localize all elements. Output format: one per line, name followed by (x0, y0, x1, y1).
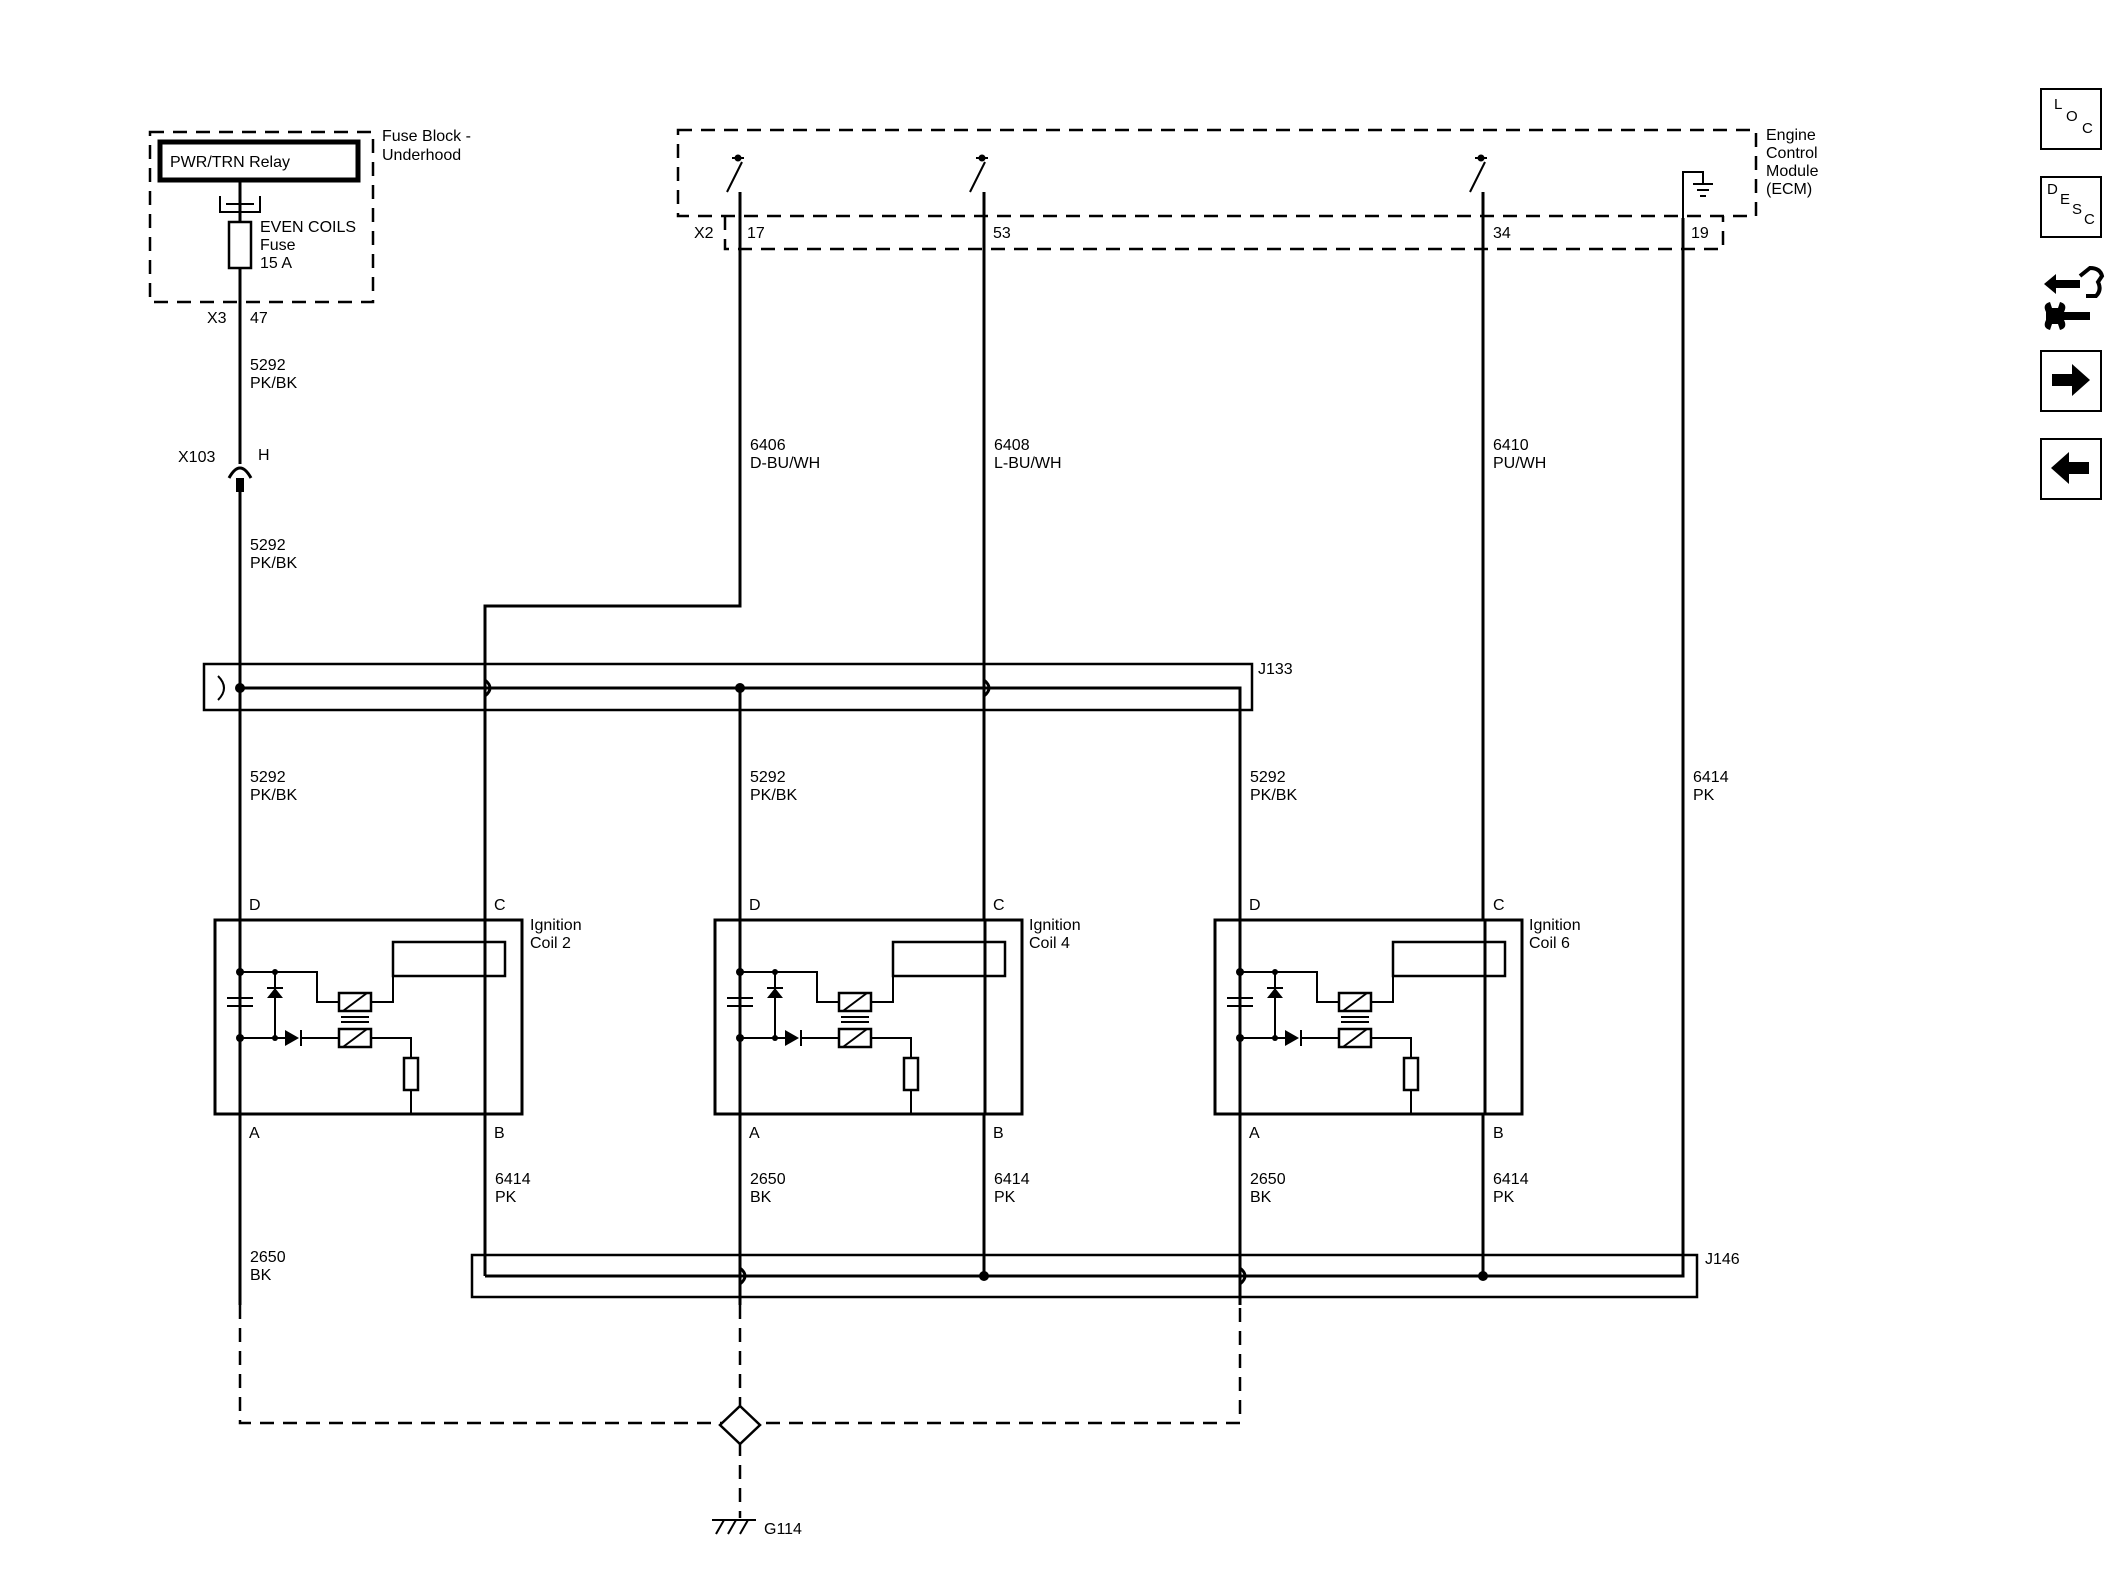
ecm-line-4: (ECM) (1766, 181, 1812, 198)
coil-2-pin-d: D (249, 897, 261, 914)
previous-button[interactable] (2040, 438, 2102, 500)
wire-6406-num: 6406 (750, 437, 786, 454)
coil-4-label-2: Coil 4 (1029, 935, 1070, 952)
coil-6-label-1: Ignition (1529, 917, 1581, 934)
fuse-rating: 15 A (260, 255, 292, 272)
ecm-line-2: Control (1766, 145, 1818, 162)
ignition-coil-4: D C A B Ignition Coil 4 (713, 897, 1081, 1142)
ecm-pin-19: 19 (1691, 225, 1709, 242)
fuse-word: Fuse (260, 237, 296, 254)
connector-wrench-button[interactable] (2040, 262, 2106, 332)
wire-6410-color: PU/WH (1493, 455, 1546, 472)
wire-2650-num-c2: 2650 (250, 1249, 286, 1266)
wire-6408-color: L-BU/WH (994, 455, 1062, 472)
coil-6-label-2: Coil 6 (1529, 935, 1570, 952)
desc-icon: D E S C (2047, 181, 2095, 228)
ecm-module: Engine Control Module (ECM) X2 17 53 34 … (676, 127, 1819, 251)
wire-2650-color-c4: BK (750, 1189, 772, 1206)
fuse-block-title-2: Underhood (382, 147, 461, 164)
wire-labels: 5292 PK/BK 5292 PK/BK 6406 D-BU/WH 6408 … (250, 357, 1729, 1284)
loc-icon: L O C (2054, 96, 2093, 137)
fuse-pin: 47 (250, 310, 268, 327)
next-button[interactable] (2040, 350, 2102, 412)
desc-button[interactable]: D E S C (2040, 176, 2102, 238)
coil-6-pin-d: D (1249, 897, 1261, 914)
coil-4-label-1: Ignition (1029, 917, 1081, 934)
j146-label: J146 (1705, 1251, 1740, 1268)
wire-6410-num: 6410 (1493, 437, 1529, 454)
coil-2-pin-b: B (494, 1125, 505, 1142)
ignition-coil-6: D C A B Ignition Coil 6 (1213, 897, 1581, 1142)
loc-button[interactable]: L O C (2040, 88, 2102, 150)
j133-label: J133 (1258, 661, 1293, 678)
fuse-block: Fuse Block - Underhood PWR/TRN Relay EVE… (148, 128, 471, 327)
inline-connector-x103: X103 H (178, 447, 270, 492)
wire-6414-color-ecm: PK (1693, 787, 1715, 804)
coil-2-pin-a: A (249, 1125, 260, 1142)
ecm-switch-17 (726, 154, 744, 193)
wire-2650-color-c6: BK (1250, 1189, 1272, 1206)
wire-6406-color: D-BU/WH (750, 455, 820, 472)
wire-5292-num-c2: 5292 (250, 769, 286, 786)
wire-6414-color-c2: PK (495, 1189, 517, 1206)
wire-5292-color-c2: PK/BK (250, 787, 297, 804)
relay-label: PWR/TRN Relay (170, 154, 290, 171)
coil-4-pin-c: C (993, 897, 1005, 914)
coil-2-pin-c: C (494, 897, 506, 914)
coil-2-label-1: Ignition (530, 917, 582, 934)
wires (238, 192, 1685, 1518)
coil-4-pin-d: D (749, 897, 761, 914)
ecm-pin-17: 17 (747, 225, 765, 242)
coil-4-pin-b: B (993, 1125, 1004, 1142)
wire-5292-num-a: 5292 (250, 357, 286, 374)
wire-2650-num-c4: 2650 (750, 1171, 786, 1188)
ecm-pin-34: 34 (1493, 225, 1511, 242)
ecm-line-3: Module (1766, 163, 1819, 180)
ecm-switch-53 (969, 154, 988, 193)
coil-6-pin-a: A (1249, 1125, 1260, 1142)
ground-label: G114 (764, 1521, 802, 1538)
arrow-right-icon (2052, 364, 2090, 396)
wire-6414-num-c4: 6414 (994, 1171, 1030, 1188)
coil-4-pin-a: A (749, 1125, 760, 1142)
wire-6414-color-c4: PK (994, 1189, 1016, 1206)
wire-2650-num-c6: 2650 (1250, 1171, 1286, 1188)
splice-j133: J133 (202, 661, 1293, 712)
x103-label: X103 (178, 449, 215, 466)
coil-2-label-2: Coil 2 (530, 935, 571, 952)
wire-6414-num-c2: 6414 (495, 1171, 531, 1188)
ecm-connector: X2 (694, 225, 714, 242)
coil-6-pin-b: B (1493, 1125, 1504, 1142)
fuse-symbol (227, 220, 253, 270)
ecm-pin-53: 53 (993, 225, 1011, 242)
ignition-coil-2: D C A B Ignition Coil 2 (213, 897, 582, 1142)
wire-5292-num-c6: 5292 (1250, 769, 1286, 786)
fuse-connector: X3 (207, 310, 227, 327)
wire-5292-color-c6: PK/BK (1250, 787, 1297, 804)
wire-2650-color-c2: BK (250, 1267, 272, 1284)
wire-5292-color-a: PK/BK (250, 375, 297, 392)
ecm-switch-34 (1469, 154, 1487, 193)
wire-6414-num-ecm: 6414 (1693, 769, 1729, 786)
wire-5292-num-c4: 5292 (750, 769, 786, 786)
wire-6414-color-c6: PK (1493, 1189, 1515, 1206)
ground-g114: G114 (712, 1404, 802, 1538)
x103-pin: H (258, 447, 270, 464)
splice-j146: J146 (470, 1251, 1740, 1299)
connector-wrench-icon (2044, 265, 2105, 330)
wire-5292-num-b: 5292 (250, 537, 286, 554)
fuse-block-title: Fuse Block - (382, 128, 471, 145)
ecm-line-1: Engine (1766, 127, 1816, 144)
wire-6414-num-c6: 6414 (1493, 1171, 1529, 1188)
wire-5292-color-b: PK/BK (250, 555, 297, 572)
fuse-name: EVEN COILS (260, 219, 356, 236)
coil-6-pin-c: C (1493, 897, 1505, 914)
ecm-ground-symbol (1682, 171, 1713, 218)
wire-6408-num: 6408 (994, 437, 1030, 454)
wire-5292-color-c4: PK/BK (750, 787, 797, 804)
arrow-left-icon (2051, 452, 2089, 484)
